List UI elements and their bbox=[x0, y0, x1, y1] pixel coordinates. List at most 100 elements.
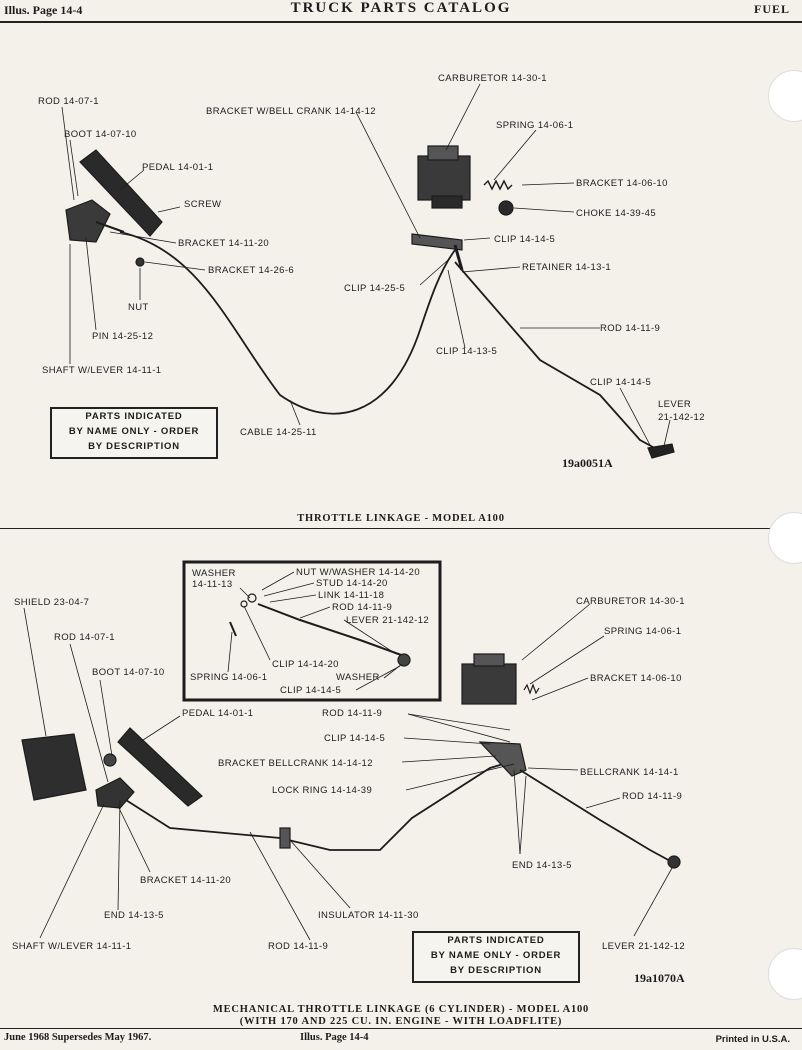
footer-date: June 1968 Supersedes May 1967. bbox=[4, 1032, 152, 1043]
inset-labels: WASHER 14-11-13 NUT W/WASHER 14-14-20 ST… bbox=[190, 567, 429, 696]
label-shield: SHIELD 23-04-7 bbox=[14, 597, 89, 608]
label-lever-1: LEVER bbox=[658, 399, 691, 410]
footer-rule bbox=[0, 1028, 802, 1029]
note-line: PARTS INDICATED bbox=[447, 935, 545, 946]
inset-label-washer-num: 14-11-13 bbox=[192, 579, 233, 590]
label-pedal: PEDAL 14-01-1 bbox=[142, 162, 213, 173]
note-line: BY NAME ONLY - ORDER bbox=[68, 426, 200, 437]
label-end-1: END 14-13-5 bbox=[104, 910, 164, 921]
pedal-icon bbox=[117, 727, 203, 807]
page-header: Illus. Page 14-4 TRUCK PARTS CATALOG FUE… bbox=[0, 0, 802, 22]
spring-icon bbox=[483, 179, 513, 191]
label-lever: LEVER 21-142-12 bbox=[602, 941, 685, 952]
parts-note-2: PARTS INDICATED BY NAME ONLY - ORDER BY … bbox=[412, 931, 580, 983]
parts-note-1: PARTS INDICATED BY NAME ONLY - ORDER BY … bbox=[50, 407, 218, 459]
note-line: BY DESCRIPTION bbox=[450, 965, 542, 976]
label-pedal: PEDAL 14-01-1 bbox=[182, 708, 253, 719]
lever-icon bbox=[667, 855, 681, 869]
label-bracket-1: BRACKET 14-11-20 bbox=[140, 875, 231, 886]
label-lever-2: 21-142-12 bbox=[658, 412, 705, 423]
label-bracket-3: BRACKET 14-06-10 bbox=[576, 178, 668, 189]
inset-frame bbox=[182, 560, 442, 702]
label-bracket-bellcrank: BRACKET BELLCRANK 14-14-12 bbox=[218, 758, 373, 769]
label-rod-4: ROD 14-11-9 bbox=[622, 791, 682, 802]
carburetor-icon bbox=[461, 653, 517, 705]
inset-label-stud: STUD 14-14-20 bbox=[316, 578, 388, 589]
label-rod-1: ROD 14-07-1 bbox=[54, 632, 115, 643]
carburetor-icon bbox=[417, 145, 471, 209]
label-screw: SCREW bbox=[184, 199, 221, 210]
label-pin: PIN 14-25-12 bbox=[92, 331, 153, 342]
header-rule bbox=[0, 21, 802, 23]
label-spring: SPRING 14-06-1 bbox=[496, 120, 573, 131]
bracket-icon bbox=[65, 199, 111, 243]
inset-label-nut-washer: NUT W/WASHER 14-14-20 bbox=[296, 567, 420, 578]
diagram2-labels: SHIELD 23-04-7 ROD 14-07-1 BOOT 14-07-10… bbox=[12, 596, 685, 952]
figure-number-1: 19a0051A bbox=[562, 456, 613, 470]
illus-page-number: Illus. Page 14-4 bbox=[4, 3, 83, 17]
bellcrank-icon bbox=[478, 741, 527, 777]
inset-label-washer-2: WASHER bbox=[336, 672, 380, 683]
label-retainer: RETAINER 14-13-1 bbox=[522, 262, 611, 273]
label-carburetor: CARBURETOR 14-30-1 bbox=[438, 73, 547, 84]
diagram2-leaders bbox=[23, 603, 673, 941]
inset-label-clip-2: CLIP 14-14-5 bbox=[280, 685, 341, 696]
inset-label-spring: SPRING 14-06-1 bbox=[190, 672, 267, 683]
diagram1-leaders bbox=[61, 83, 671, 447]
bracket-icon bbox=[95, 777, 135, 809]
section-name: FUEL bbox=[753, 2, 790, 16]
catalog-title: TRUCK PARTS CATALOG bbox=[290, 0, 512, 16]
label-clip-2: CLIP 14-25-5 bbox=[344, 283, 405, 294]
inset-parts bbox=[229, 593, 411, 667]
label-bracket-1: BRACKET 14-11-20 bbox=[178, 238, 269, 249]
caption-1: THROTTLE LINKAGE - MODEL A100 bbox=[297, 513, 505, 524]
pedal-icon bbox=[79, 149, 163, 237]
label-clip: CLIP 14-14-5 bbox=[324, 733, 385, 744]
label-boot: BOOT 14-07-10 bbox=[64, 129, 137, 140]
label-insulator: INSULATOR 14-11-30 bbox=[318, 910, 419, 921]
label-rod: ROD 14-07-1 bbox=[38, 96, 99, 107]
diagram1-labels: ROD 14-07-1 BOOT 14-07-10 PEDAL 14-01-1 … bbox=[38, 73, 705, 438]
label-choke: CHOKE 14-39-45 bbox=[576, 208, 656, 219]
label-clip-3: CLIP 14-13-5 bbox=[436, 346, 497, 357]
inset-label-rod: ROD 14-11-9 bbox=[332, 602, 392, 613]
label-boot: BOOT 14-07-10 bbox=[92, 667, 165, 678]
label-shaft: SHAFT W/LEVER 14-11-1 bbox=[12, 941, 131, 952]
label-lock-ring: LOCK RING 14-14-39 bbox=[272, 785, 372, 796]
caption-2a: MECHANICAL THROTTLE LINKAGE (6 CYLINDER)… bbox=[212, 1004, 590, 1015]
inset-leaders bbox=[227, 571, 403, 691]
label-bracket-2: BRACKET 14-06-10 bbox=[590, 673, 682, 684]
inset-label-clip-1: CLIP 14-14-20 bbox=[272, 659, 339, 670]
footer-printed: Printed in U.S.A. bbox=[715, 1034, 790, 1045]
label-rod-3: ROD 14-11-9 bbox=[322, 708, 382, 719]
label-bracket-2: BRACKET 14-26-6 bbox=[208, 265, 294, 276]
label-rod-2: ROD 14-11-9 bbox=[600, 323, 660, 334]
shield-icon bbox=[21, 733, 87, 801]
inset-label-washer: WASHER bbox=[192, 568, 236, 579]
label-spring: SPRING 14-06-1 bbox=[604, 626, 681, 637]
figure-number-2: 19a1070A bbox=[634, 971, 685, 985]
label-shaft: SHAFT W/LEVER 14-11-1 bbox=[42, 365, 161, 376]
label-carburetor: CARBURETOR 14-30-1 bbox=[576, 596, 685, 607]
inset-label-lever: LEVER 21-142-12 bbox=[346, 615, 429, 626]
bellcrank-icon bbox=[411, 233, 463, 251]
binder-hole bbox=[768, 70, 802, 122]
label-clip-1: CLIP 14-14-5 bbox=[494, 234, 555, 245]
rod-icon bbox=[454, 261, 663, 453]
diagram1-parts bbox=[65, 145, 675, 459]
spring-icon bbox=[523, 683, 540, 695]
rod-icon bbox=[125, 761, 511, 851]
note-line: BY NAME ONLY - ORDER bbox=[430, 950, 562, 961]
section-divider bbox=[0, 528, 802, 529]
diagram2-parts bbox=[21, 653, 681, 869]
label-cable: CABLE 14-25-11 bbox=[240, 427, 317, 438]
label-nut: NUT bbox=[128, 302, 149, 313]
label-clip-4: CLIP 14-14-5 bbox=[590, 377, 651, 388]
insulator-icon bbox=[279, 827, 291, 849]
inset-label-link: LINK 14-11-18 bbox=[318, 590, 384, 601]
note-line: PARTS INDICATED bbox=[85, 411, 183, 422]
footer-page: Illus. Page 14-4 bbox=[300, 1032, 369, 1043]
label-end-2: END 14-13-5 bbox=[512, 860, 572, 871]
note-line: BY DESCRIPTION bbox=[88, 441, 180, 452]
